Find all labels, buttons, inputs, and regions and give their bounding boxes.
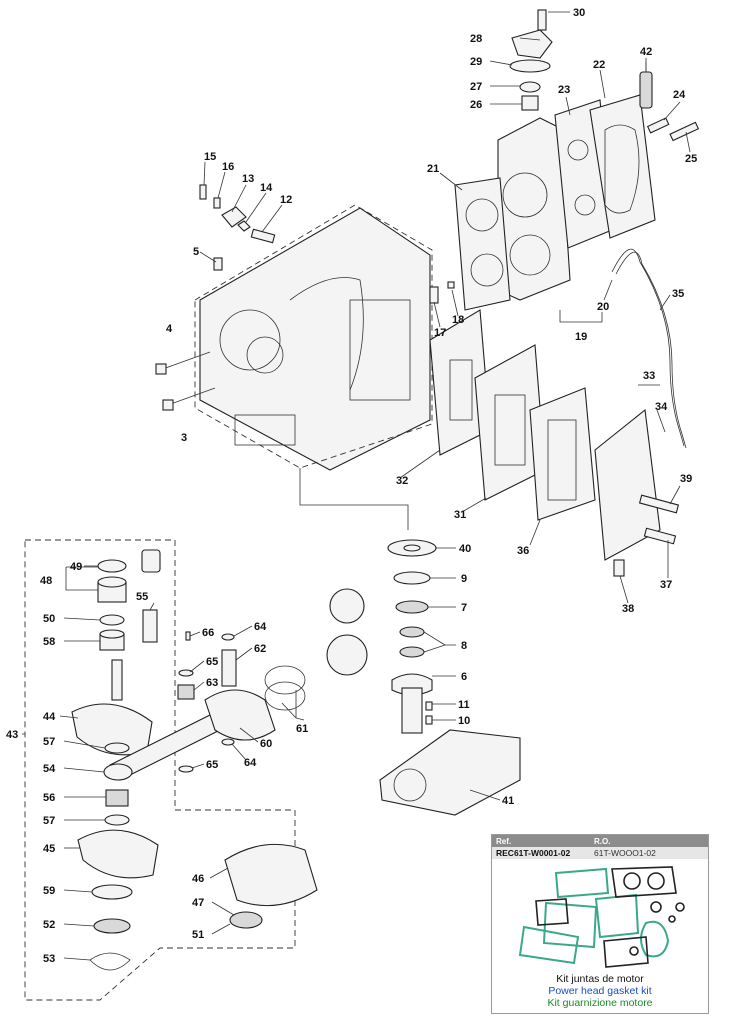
callout-11: 11 — [458, 699, 470, 711]
callout-27: 27 — [470, 81, 482, 93]
callout-3: 3 — [181, 432, 187, 444]
kit-name-italian: Kit guarnizione motore — [547, 997, 653, 1009]
callout-22: 22 — [593, 59, 605, 71]
callout-29: 29 — [470, 56, 482, 68]
callout-55: 55 — [136, 591, 148, 603]
crankshaft-assembly — [24, 539, 318, 1001]
kit-name-english: Power head gasket kit — [548, 985, 652, 997]
kit-ref-value: REC61T-W0001-02 — [496, 848, 571, 858]
callout-62: 62 — [254, 643, 266, 655]
callout-34: 34 — [655, 401, 668, 413]
callout-7: 7 — [461, 602, 467, 614]
callout-64-bottom: 64 — [244, 757, 257, 769]
callout-31: 31 — [454, 509, 466, 521]
callout-39: 39 — [680, 473, 692, 485]
callout-26: 26 — [470, 99, 482, 111]
callout-51: 51 — [192, 929, 204, 941]
callout-65-top: 65 — [206, 656, 218, 668]
kit-col-ref: Ref. — [496, 836, 512, 846]
callout-58: 58 — [43, 636, 55, 648]
callout-6: 6 — [461, 671, 467, 683]
callout-19: 19 — [575, 331, 587, 343]
callout-48: 48 — [40, 575, 52, 587]
callout-36: 36 — [517, 545, 529, 557]
callout-15: 15 — [204, 151, 216, 163]
callout-25: 25 — [685, 153, 697, 165]
callout-33: 33 — [643, 370, 655, 382]
crankcase-block — [155, 184, 455, 471]
callout-47: 47 — [192, 897, 204, 909]
kit-col-ro: R.O. — [594, 836, 611, 846]
callout-53: 53 — [43, 953, 55, 965]
callout-18: 18 — [452, 314, 464, 326]
callout-10: 10 — [458, 715, 470, 727]
callout-16: 16 — [222, 161, 234, 173]
callout-41: 41 — [502, 795, 514, 807]
callout-46: 46 — [192, 873, 204, 885]
kit-value-row: REC61T-W0001-02 61T-WOOO1-02 — [492, 847, 708, 859]
kit-name-spanish: Kit juntas de motor — [556, 973, 644, 985]
callout-50: 50 — [43, 613, 55, 625]
exhaust-covers — [429, 309, 680, 577]
bearing-housing-stack — [326, 539, 521, 816]
callout-54: 54 — [43, 763, 56, 775]
callout-65-bottom: 65 — [206, 759, 218, 771]
kit-header-row: Ref. R.O. — [492, 835, 708, 847]
callout-38: 38 — [622, 603, 634, 615]
callout-52: 52 — [43, 919, 55, 931]
callout-56: 56 — [43, 792, 55, 804]
callout-35: 35 — [672, 288, 684, 300]
callout-57-bottom: 57 — [43, 815, 55, 827]
callout-20: 20 — [597, 301, 609, 313]
callout-21: 21 — [427, 163, 439, 175]
callout-44: 44 — [43, 711, 56, 723]
gasket-kit-box: Ref. R.O. REC61T-W0001-02 61T-WOOO1-02 K… — [491, 834, 709, 1014]
callout-64-top: 64 — [254, 621, 267, 633]
callout-40: 40 — [459, 543, 471, 555]
callout-8: 8 — [461, 640, 467, 652]
callout-30: 30 — [573, 7, 585, 19]
callout-37: 37 — [660, 579, 672, 591]
callout-32: 32 — [396, 475, 408, 487]
callout-14: 14 — [260, 182, 273, 194]
callout-4: 4 — [166, 323, 173, 335]
callout-63: 63 — [206, 677, 218, 689]
callout-66: 66 — [202, 627, 214, 639]
callout-13: 13 — [242, 173, 254, 185]
callout-61: 61 — [296, 723, 308, 735]
callout-28: 28 — [470, 33, 482, 45]
callout-43: 43 — [6, 729, 18, 741]
gasket-kit-image — [518, 866, 685, 968]
callout-57-top: 57 — [43, 736, 55, 748]
callout-labels: 30 28 29 27 26 42 22 23 24 25 21 15 16 1… — [6, 7, 697, 965]
callout-17: 17 — [434, 327, 446, 339]
leader-lines — [22, 11, 691, 961]
callout-9: 9 — [461, 573, 467, 585]
callout-24: 24 — [673, 89, 686, 101]
callout-60: 60 — [260, 738, 272, 750]
kit-ro-value: 61T-WOOO1-02 — [594, 848, 656, 858]
callout-5: 5 — [193, 246, 199, 258]
callout-45: 45 — [43, 843, 55, 855]
callout-59: 59 — [43, 885, 55, 897]
callout-23: 23 — [558, 84, 570, 96]
callout-42: 42 — [640, 46, 652, 58]
cylinder-head-assembly — [454, 9, 700, 449]
callout-12: 12 — [280, 194, 292, 206]
callout-49: 49 — [70, 561, 82, 573]
kit-names: Kit juntas de motor Power head gasket ki… — [492, 973, 708, 1009]
